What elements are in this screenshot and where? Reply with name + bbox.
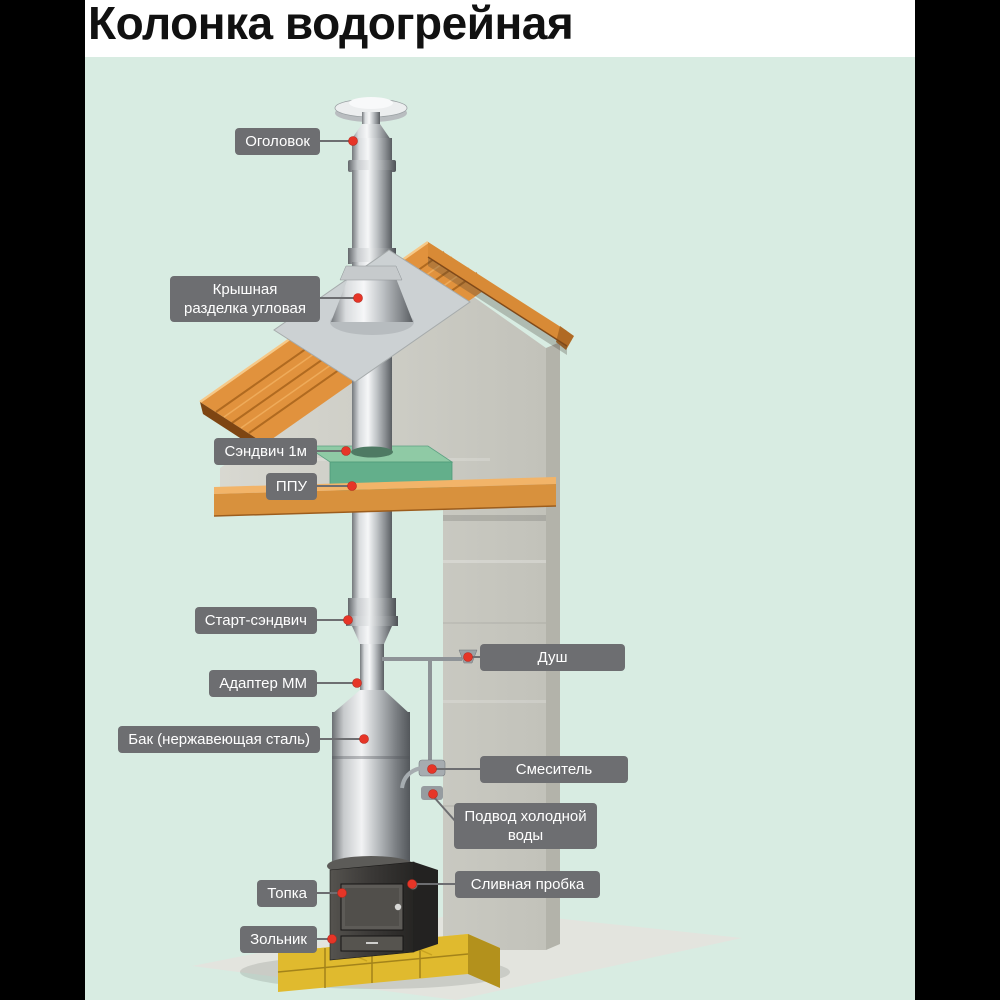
- label-start-sandwich: Старт-сэндвич: [194, 607, 317, 634]
- label-ogolovok: Оголовок: [235, 128, 320, 155]
- label-smesitel: Смеситель: [480, 756, 628, 783]
- label-dush: Душ: [480, 644, 625, 671]
- label-adapter-mm: Адаптер ММ: [209, 670, 317, 697]
- label-kryshnaya-razdelka: Крышная разделка угловая: [170, 276, 320, 322]
- label-slivnaya-probka: Сливная пробка: [455, 871, 600, 898]
- label-zolnik: Зольник: [240, 926, 317, 953]
- label-topka: Топка: [257, 880, 317, 907]
- label-ppu: ППУ: [265, 473, 317, 500]
- label-bak: Бак (нержавеющая сталь): [118, 726, 320, 753]
- illustration-background: [85, 57, 915, 1000]
- label-podvod: Подвод холодной воды: [454, 803, 597, 849]
- page-title: Колонка водогрейная: [88, 0, 574, 49]
- title-band: [85, 0, 915, 57]
- label-sandwich-1m: Сэндвич 1м: [214, 438, 317, 465]
